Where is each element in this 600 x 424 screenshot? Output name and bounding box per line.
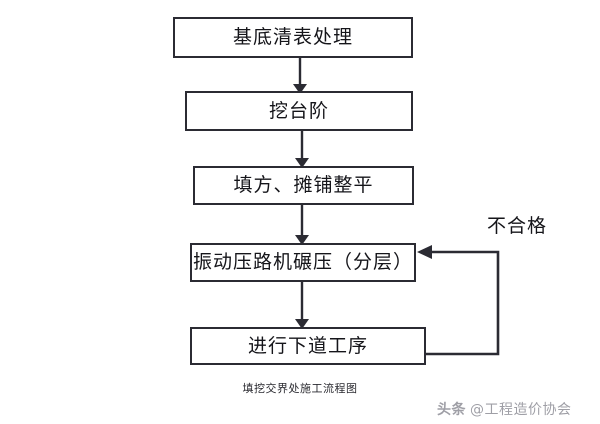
connector-node3-node4 xyxy=(295,205,309,245)
watermark-brand: 头条 xyxy=(437,402,466,418)
connector-node2-node3 xyxy=(295,131,309,168)
connector-node4-node5 xyxy=(295,282,309,329)
process-node-base-clearing[interactable]: 基底清表处理 xyxy=(173,17,413,58)
node-label: 振动压路机碾压（分层） xyxy=(192,251,413,273)
process-node-next-procedure[interactable]: 进行下道工序 xyxy=(190,327,426,365)
connector-feedback-loop xyxy=(417,245,500,356)
node-label: 进行下道工序 xyxy=(247,334,368,357)
connector-node1-node2 xyxy=(293,58,307,94)
watermark: 头条 @工程造价协会 xyxy=(437,399,572,419)
figure-caption: 填挖交界处施工流程图 xyxy=(242,382,358,395)
node-label: 填方、摊铺整平 xyxy=(233,174,374,196)
watermark-handle: @工程造价协会 xyxy=(470,402,572,418)
process-node-vibratory-roller-compaction[interactable]: 振动压路机碾压（分层） xyxy=(190,243,416,282)
edge-label-unqualified: 不合格 xyxy=(487,215,548,237)
process-node-excavate-steps[interactable]: 挖台阶 xyxy=(185,91,413,131)
process-node-fill-spread-level[interactable]: 填方、摊铺整平 xyxy=(193,166,414,205)
node-label: 挖台阶 xyxy=(268,99,329,122)
node-label: 基底清表处理 xyxy=(232,26,353,48)
